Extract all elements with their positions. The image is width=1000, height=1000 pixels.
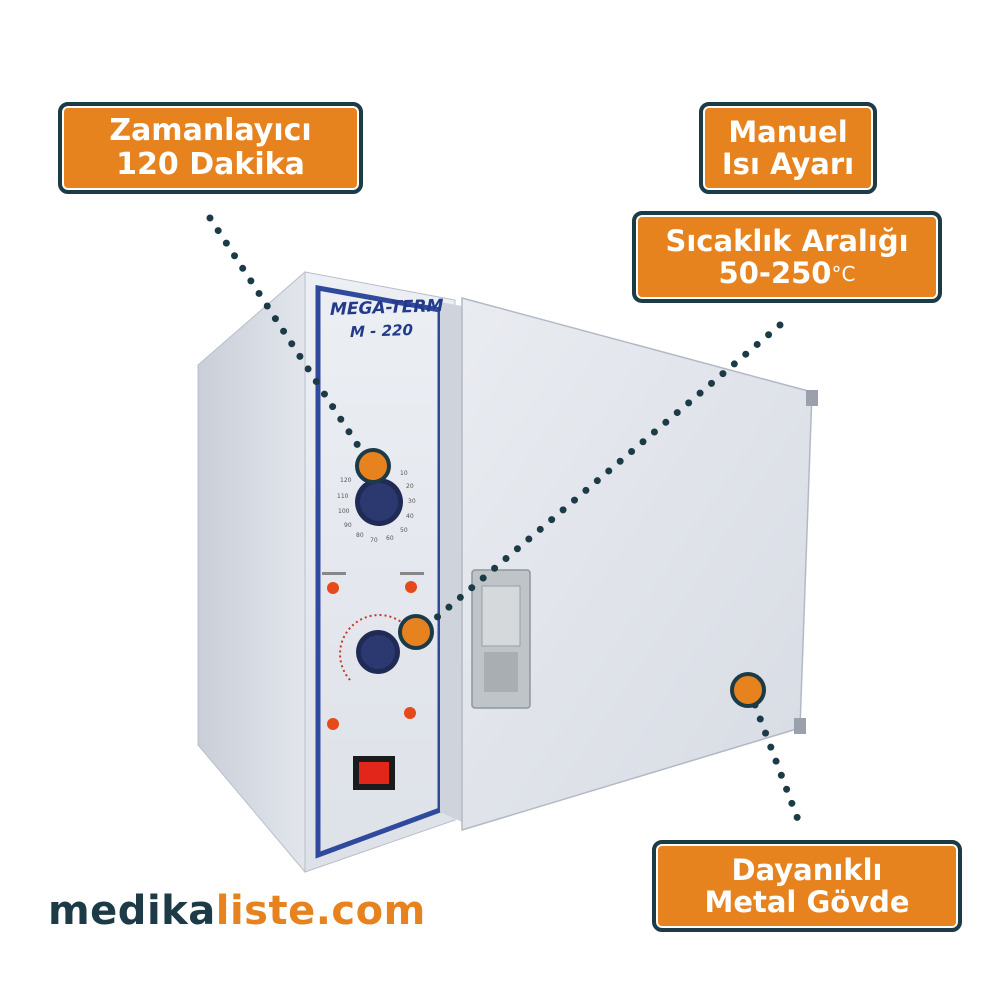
lamp-thermostat-on	[327, 582, 339, 594]
callout-body-line2: Metal Gövde	[704, 885, 910, 919]
callout-temperature-range: Sıcaklık Aralığı 50-250°C	[632, 211, 942, 303]
callout-range-line1: Sıcaklık Aralığı	[665, 223, 909, 258]
callout-timer: Zamanlayıcı 120 Dakika	[58, 102, 363, 194]
lamp-power	[404, 707, 416, 719]
svg-text:90: 90	[344, 522, 352, 529]
leader-line-body	[751, 701, 804, 829]
svg-text:30: 30	[408, 498, 416, 505]
callout-metal-body: Dayanıklı Metal Gövde	[652, 840, 962, 932]
oven-door	[461, 297, 813, 832]
leader-line-range	[424, 321, 784, 629]
leader-line-timer	[206, 214, 370, 462]
svg-text:50: 50	[400, 527, 408, 534]
device-brand-label: MEGA-TERM	[330, 296, 444, 320]
callout-range-unit: °C	[831, 262, 856, 286]
temperature-dial	[339, 614, 409, 681]
timer-dial: 120 110 100 90 80 70 60 50 40 30 20 10	[337, 470, 416, 544]
marker-timer	[355, 448, 391, 484]
svg-text:60: 60	[386, 535, 394, 542]
callout-manual-line2: Isı Ayarı	[721, 147, 855, 181]
lamp-label-marking	[400, 572, 424, 575]
power-switch	[353, 756, 395, 790]
svg-text:20: 20	[406, 483, 414, 490]
callout-manual-line1: Manuel	[728, 114, 848, 149]
brand-part-1: medika	[48, 888, 216, 934]
brand-part-2: liste.com	[215, 888, 426, 934]
svg-text:40: 40	[406, 513, 414, 520]
callout-range-value: 50-250	[718, 256, 832, 290]
callout-timer-line2: 120 Dakika	[116, 147, 305, 182]
svg-text:80: 80	[356, 532, 364, 539]
callout-body-line1: Dayanıklı	[731, 852, 883, 887]
marker-body	[730, 672, 766, 708]
lamp-standby	[327, 718, 339, 730]
callout-timer-line1: Zamanlayıcı	[109, 113, 312, 149]
svg-text:70: 70	[370, 537, 378, 544]
device-model-label: M - 220	[350, 320, 413, 342]
cabinet-side	[197, 270, 306, 874]
cabinet-frame	[440, 302, 462, 822]
svg-text:120: 120	[340, 477, 352, 484]
svg-text:110: 110	[337, 493, 349, 500]
hinge-bottom	[794, 718, 806, 734]
marker-temperature	[398, 614, 434, 650]
door-latch	[471, 569, 531, 709]
hinge-top	[806, 390, 818, 406]
leader-lines	[206, 214, 804, 829]
brand-logo-text: medikaliste.com	[48, 888, 426, 934]
lamp-thermostat-off	[405, 581, 417, 593]
callout-manual-heat: Manuel Isı Ayarı	[699, 102, 877, 194]
lamp-label-marking	[322, 572, 346, 575]
svg-text:10: 10	[400, 470, 408, 477]
svg-text:100: 100	[338, 508, 350, 515]
